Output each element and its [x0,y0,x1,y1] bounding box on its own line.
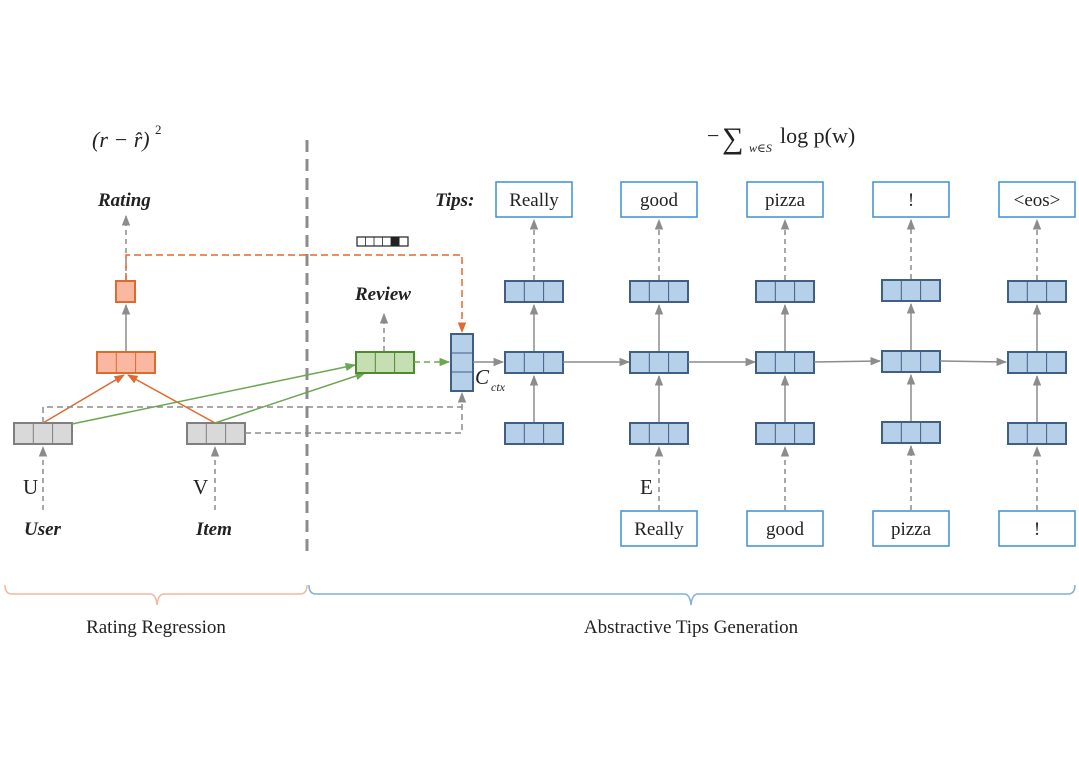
decoder-column-5: <eos> ! [998,181,1076,547]
item-label: Item [195,519,232,540]
decoder-column-2: good Really [620,181,698,547]
output-layer-vector [1007,280,1067,303]
tips-generation-label: Abstractive Tips Generation [584,617,799,638]
item-to-context-link [245,391,467,434]
output-word-box [620,181,698,218]
rating-onehot-vector [356,236,409,247]
rating-to-context-link [125,254,467,334]
hidden-state-vector [504,351,564,374]
rating-regression-label: Rating Regression [86,617,226,638]
recurrent-arrow [939,357,1008,367]
tips-loss-minus: − [707,123,719,148]
review-vector [355,351,415,374]
output-word: <eos> [1014,190,1061,211]
user-label: User [24,519,62,540]
tips-loss-formula: − ∑ w∈S log p(w) [707,122,855,155]
item-to-rating-arrow [127,374,216,424]
input-embedding-vector [1007,422,1067,445]
decoder-column-4: ! pizza [872,181,950,547]
hidden-state-vector [1007,351,1067,374]
output-word: ! [908,190,914,211]
decoder-column-1: Really [495,181,573,445]
input-word: pizza [891,519,932,540]
output-word: good [640,190,679,211]
output-word-box [746,181,824,218]
sum-symbol: ∑ [722,122,743,155]
output-layer-vector [755,280,815,303]
user-to-review-arrow [71,362,357,425]
output-word-box [872,181,950,218]
decoder-column-3: pizza good [746,181,824,547]
hidden-state-vector [629,351,689,374]
input-word-box [746,510,824,547]
hidden-state-vector [755,351,815,374]
output-word: Really [509,190,559,211]
input-embedding-vector [629,422,689,445]
context-label: C [475,365,490,389]
output-word: pizza [765,190,806,211]
input-word: Really [634,519,684,540]
item-matrix-label: V [193,475,208,499]
hidden-state-vector [881,350,941,373]
user-matrix-label: U [23,475,38,499]
context-vector [450,333,474,392]
output-word-box [998,181,1076,218]
input-word: ! [1034,519,1040,540]
rating-loss-base: (r − r̂) [92,127,150,152]
input-word-box [998,510,1076,547]
output-word-box [495,181,573,218]
user-embedding [13,422,73,445]
output-layer-vector [504,280,564,303]
input-word-box [620,510,698,547]
sum-subscript: w∈S [749,141,772,155]
input-embedding-vector [504,422,564,445]
tips-generation-brace [308,584,1076,606]
output-layer-vector [629,280,689,303]
word-embedding-label: E [640,475,653,499]
output-layer-vector [881,279,941,302]
review-label: Review [354,284,411,305]
item-to-review-arrow [214,372,366,424]
input-embedding-vector [881,421,941,444]
rating-regression-brace [4,584,308,606]
rating-label: Rating [97,190,151,211]
rating-node [115,280,136,303]
tips-loss-rest: log p(w) [780,123,855,148]
rating-loss-formula: (r − r̂) 2 [92,122,162,152]
item-embedding [186,422,246,445]
input-embedding-vector [755,422,815,445]
rating-hidden-vector [96,351,156,374]
input-word: good [766,519,805,540]
tips-label: Tips: [435,190,474,211]
rating-loss-exponent: 2 [155,122,162,137]
recurrent-arrow [813,356,882,366]
user-to-rating-arrow [42,374,125,424]
context-label-subscript: ctx [491,380,506,394]
user-to-context-link [42,406,462,423]
input-word-box [872,510,950,547]
